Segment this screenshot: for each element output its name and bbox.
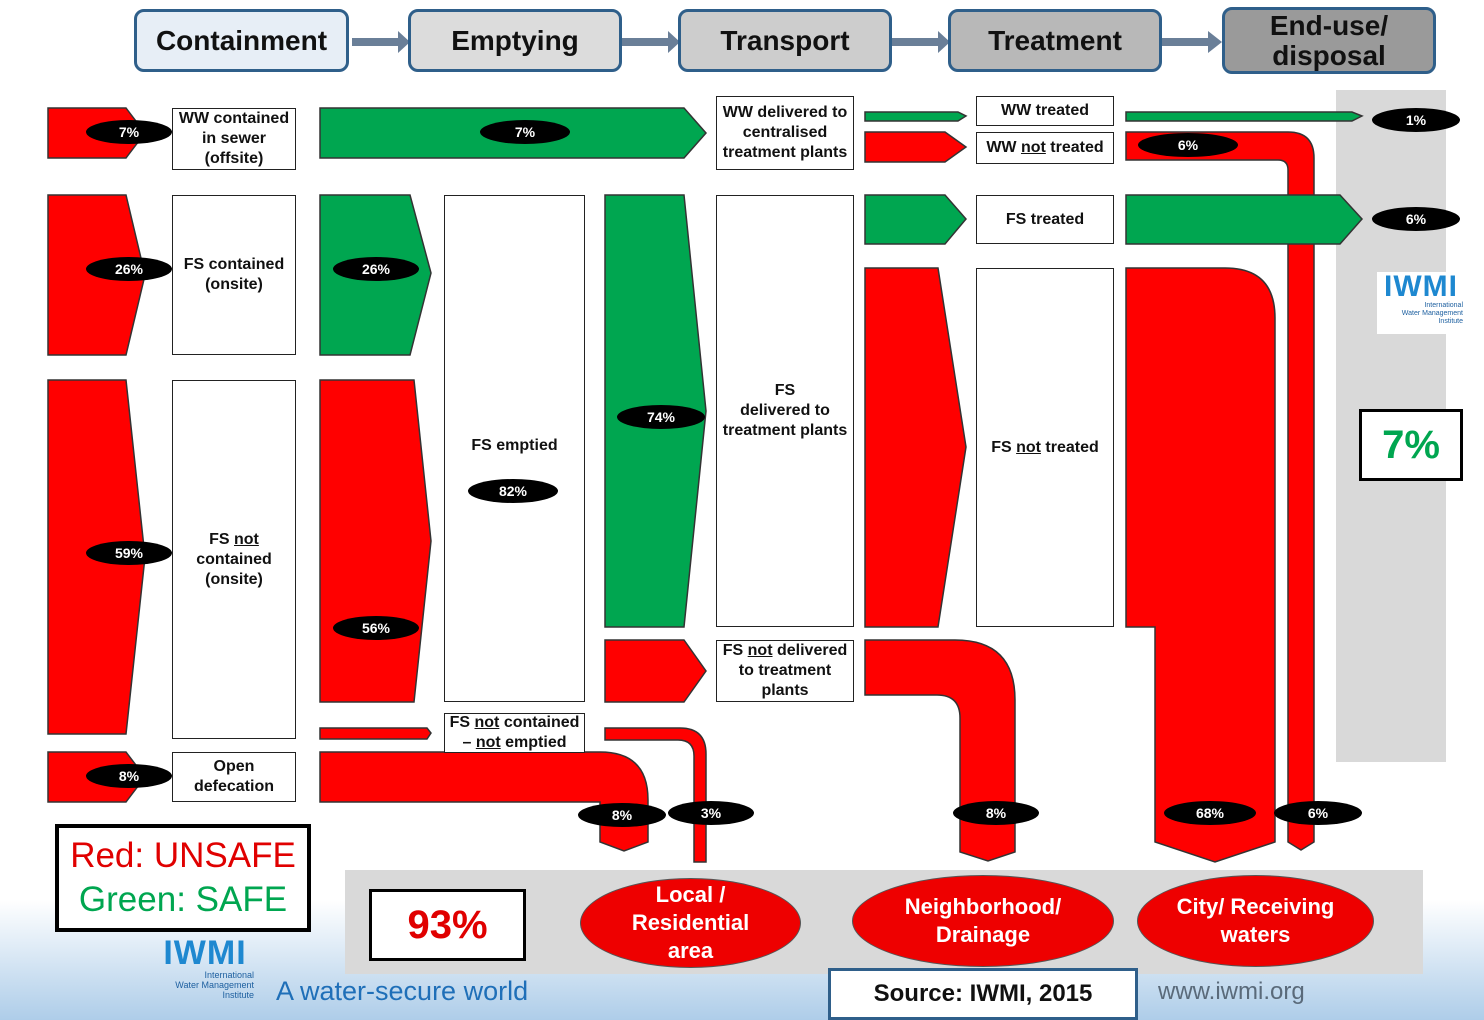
label-fs-emptied: FS emptied (444, 195, 585, 702)
label-ww-not-treated: WW not treated (976, 132, 1114, 164)
legend-safe: Green: SAFE (78, 880, 288, 919)
flow-not-emptied-thin (319, 727, 432, 740)
flow-end-fs-not-treated (1125, 267, 1276, 863)
flow-not-emptied-bend (319, 751, 649, 852)
stage-transport: Transport (678, 9, 892, 72)
legend: Red: UNSAFE Green: SAFE (55, 824, 311, 932)
stage-end-use-label: End-use/ disposal (1269, 9, 1389, 71)
flow-fs-treated (864, 194, 967, 245)
flow-end-fs-treated (1125, 194, 1364, 245)
stage-treatment: Treatment (948, 9, 1162, 72)
pct-open-defecation: 8% (86, 764, 172, 788)
pct-fs-not-contained: 59% (86, 541, 172, 565)
flow-fs-not-delivered (604, 639, 707, 703)
stage-end-use: End-use/ disposal (1222, 7, 1436, 74)
website-link[interactable]: www.iwmi.org (1158, 978, 1305, 1005)
pct-end-fs-treated: 6% (1372, 207, 1460, 231)
label-ww-treated: WW treated (976, 96, 1114, 126)
connector-arrows (352, 31, 1222, 53)
pct-city-fs: 68% (1164, 801, 1256, 825)
pct-end-ww-treated: 1% (1372, 108, 1460, 132)
summary-unsafe: 93% (369, 889, 526, 961)
pct-neighborhood: 8% (953, 801, 1039, 825)
logo-small-wordmark: IWMI (1384, 270, 1458, 303)
tagline: A water-secure world (276, 976, 529, 1006)
logo-footer-wordmark: IWMI (163, 934, 247, 972)
stage-emptying: Emptying (408, 9, 622, 72)
flow-ww-treated (864, 111, 968, 122)
pct-end-ww-not-treated: 6% (1138, 133, 1238, 157)
pct-fs-delivered: 74% (617, 405, 705, 429)
stage-containment: Containment (134, 9, 349, 72)
flow-end-ww-treated (1125, 111, 1364, 122)
pct-fs-emptied-total: 82% (468, 479, 558, 503)
pct-local-not-delivered: 3% (668, 801, 754, 825)
label-fs-not-treated: FS not treated (976, 268, 1114, 627)
label-fs-treated: FS treated (976, 195, 1114, 244)
pct-ww-contained: 7% (86, 120, 172, 144)
pct-ww-emptying: 7% (480, 120, 570, 144)
flow-not-delivered-drainage (864, 639, 1016, 862)
pct-fs-emptied-safe: 26% (333, 257, 419, 281)
dest-neighborhood: Neighborhood/Drainage (852, 875, 1114, 967)
pct-fs-contained: 26% (86, 257, 172, 281)
pct-city-ww: 6% (1274, 801, 1362, 825)
label-fs-contained: FS contained(onsite) (172, 195, 296, 355)
flow-fs-emptied-unsafe (319, 379, 432, 703)
label-fs-not-emptied: FS not contained– not emptied (444, 713, 585, 753)
source-text: Source: IWMI, 2015 (873, 980, 1093, 1007)
summary-safe: 7% (1359, 409, 1463, 481)
pct-fs-emptied-unsafe: 56% (333, 616, 419, 640)
source-box: Source: IWMI, 2015 (828, 968, 1138, 1020)
flow-ww-not-treated (864, 131, 968, 163)
pct-local-not-emptied: 8% (578, 803, 666, 827)
legend-unsafe: Red: UNSAFE (70, 836, 296, 875)
flow-fs-not-treated (864, 267, 967, 628)
flow-not-delivered-local (604, 727, 707, 863)
